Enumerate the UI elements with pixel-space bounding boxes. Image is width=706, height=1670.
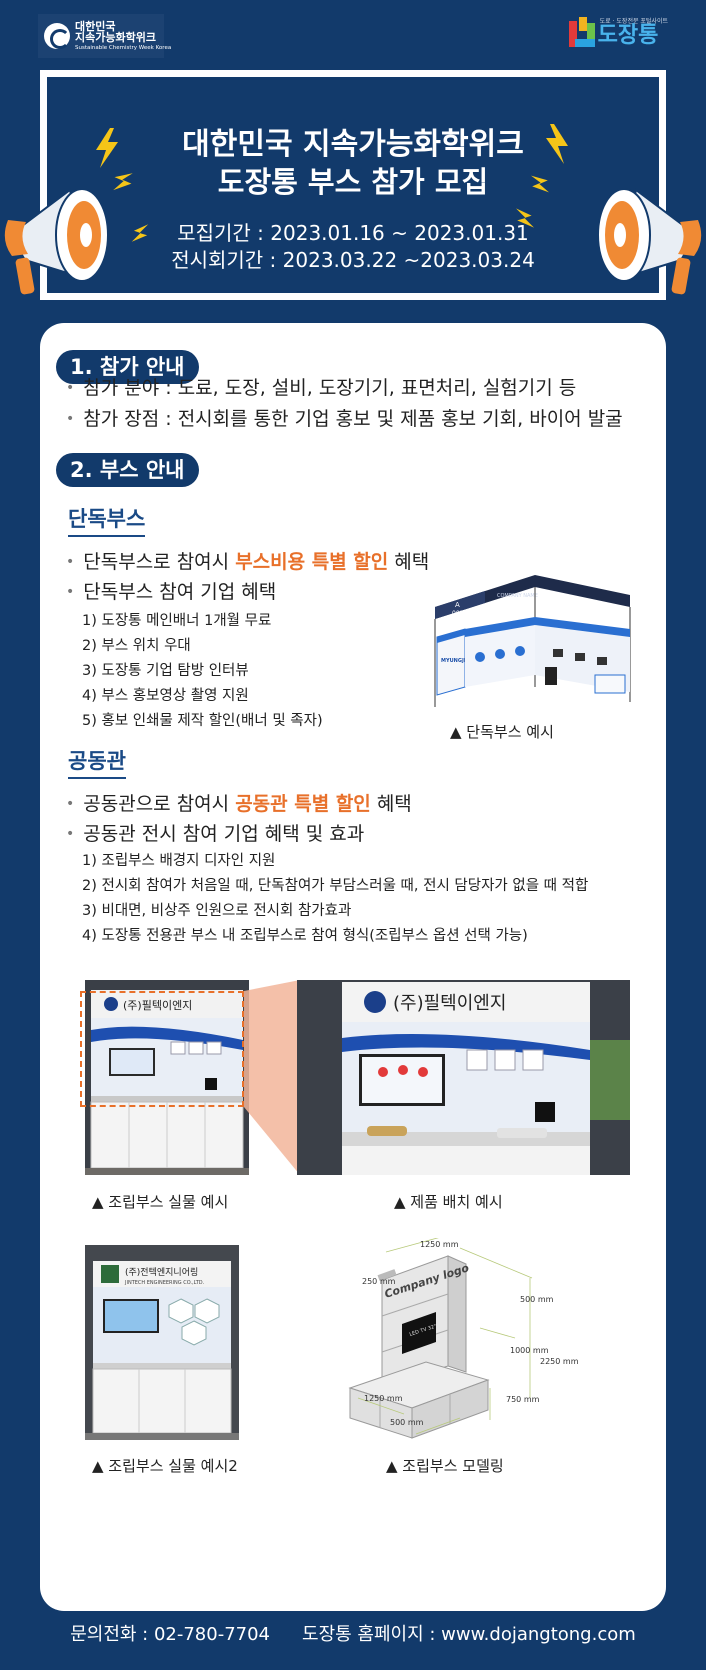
gallery-caption-2: ▲ 제품 배치 예시 xyxy=(394,1193,503,1211)
lightning-icon xyxy=(96,128,118,168)
highlight-dashed-box xyxy=(80,991,244,1107)
product-layout-photo: (주)필텍이엔지 xyxy=(297,980,630,1175)
logo-right-tagline: 도료 · 도장전문 포털사이트 xyxy=(599,18,668,25)
dojangtong-logo[interactable]: 도료 · 도장전문 포털사이트 도장통 xyxy=(568,16,668,48)
photo2-company-name: (주)필텍이엔지 xyxy=(393,993,506,1014)
dim-500-top: 500 mm xyxy=(520,1295,554,1304)
booth-sign-a: A xyxy=(455,601,460,609)
gallery-caption-3: ▲ 조립부스 실물 예시2 xyxy=(92,1457,238,1475)
banner-title-line2: 도장통 부스 참가 모집 xyxy=(217,165,489,199)
logo-left-line3: Sustainable Chemistry Week Korea xyxy=(75,44,172,51)
section1-bullet-1: 참가 분야 : 도료, 도장, 설비, 도장기기, 표면처리, 실험기기 등 xyxy=(66,373,576,400)
dojangtong-mark-icon xyxy=(568,17,595,47)
homepage-link[interactable]: 도장통 홈페이지 : www.dojangtong.com xyxy=(302,1624,636,1645)
single-benefit-1: 1) 도장통 메인배너 1개월 무료 xyxy=(82,613,272,629)
single-benefit-5: 5) 홍보 인쇄물 제작 할인(배너 및 족자) xyxy=(82,713,323,729)
single-benefit-3: 3) 도장통 기업 탐방 인터뷰 xyxy=(82,663,249,679)
single-bullet1-text: 단독부스로 참여시 xyxy=(83,551,236,573)
content-card: 1. 참가 안내 참가 분야 : 도료, 도장, 설비, 도장기기, 표면처리,… xyxy=(40,323,666,1611)
section2-heading: 2. 부스 안내 xyxy=(56,453,199,487)
dim-250: 250 mm xyxy=(362,1277,396,1286)
assembly-booth-model: Company logo LED TV 32" 1250 mm 250 mm 5… xyxy=(348,1238,579,1439)
contact-phone[interactable]: 문의전화 : 02-780-7704 xyxy=(70,1624,271,1645)
megaphone-left-icon xyxy=(4,188,109,295)
exhibit-period: 전시회기간 : 2023.03.22 ~2023.03.24 xyxy=(171,248,535,272)
joint-pavilion-title: 공동관 xyxy=(68,745,126,779)
booth-brand: MYUNGJIN xyxy=(441,658,470,664)
single-bullet1-highlight: 부스비용 특별 할인 xyxy=(235,551,389,573)
joint-benefit-4: 4) 도장통 전용관 부스 내 조립부스로 참여 형식(조립부스 옵션 선택 가… xyxy=(82,928,528,944)
dim-1250-top: 1250 mm xyxy=(420,1240,459,1249)
megaphone-right-icon xyxy=(597,188,702,295)
dim-1000: 1000 mm xyxy=(510,1346,549,1355)
photo3-company-name: (주)전텍엔지니어링 xyxy=(125,1266,198,1278)
assembly-booth-photo-2: (주)전텍엔지니어링 JINTECH ENGINEERING CO.,LTD. xyxy=(85,1245,239,1440)
lightning-icon xyxy=(546,124,568,164)
joint-bullet-1: 공동관으로 참여시 공동관 특별 할인 혜택 xyxy=(66,789,412,816)
lightning-icon xyxy=(531,175,549,193)
single-booth-title: 단독부스 xyxy=(68,503,146,537)
single-booth-caption: ▲ 단독부스 예시 xyxy=(450,723,554,741)
dim-750: 750 mm xyxy=(506,1395,540,1404)
dim-1250-bottom: 1250 mm xyxy=(364,1394,403,1403)
single-benefit-4: 4) 부스 홍보영상 촬영 지원 xyxy=(82,688,249,704)
section1-bullet-2: 참가 장점 : 전시회를 통한 기업 홍보 및 제품 홍보 기회, 바이어 발굴 xyxy=(66,404,622,431)
photo1-company-name: (주)필텍이엔지 xyxy=(123,999,192,1012)
lightning-icon xyxy=(113,173,133,191)
booth-company-en: COMPANY NAME xyxy=(497,593,538,599)
recruit-period: 모집기간 : 2023.01.16 ~ 2023.01.31 xyxy=(177,221,529,245)
joint-bullet1-suffix: 혜택 xyxy=(370,793,412,815)
logo-right-name: 도장통 xyxy=(597,23,659,48)
single-benefit-2: 2) 부스 위치 우대 xyxy=(82,638,191,654)
booth-company-kr: 참가업체명 xyxy=(497,599,525,607)
title-banner: 대한민국 지속가능화학위크 도장통 부스 참가 모집 모집기간 : 2023.0… xyxy=(40,70,666,300)
gallery-caption-1: ▲ 조립부스 실물 예시 xyxy=(92,1193,229,1211)
lightning-icon xyxy=(516,208,534,228)
single-booth-image: A 001 COMPANY NAME 참가업체명 MYUNGJIN xyxy=(434,575,631,707)
sustainable-chemistry-week-logo: 대한민국 지속가능화학위크 Sustainable Chemistry Week… xyxy=(38,14,171,58)
logo-left-line2: 지속가능화학위크 xyxy=(75,31,156,45)
emblem-icon xyxy=(44,23,70,49)
dim-500-bottom: 500 mm xyxy=(390,1418,424,1427)
footer-contact: 문의전화 : 02-780-7704 도장통 홈페이지 : www.dojangt… xyxy=(0,1620,706,1646)
assembly-booth-photo: (주)필텍이엔지 xyxy=(85,980,249,1175)
joint-bullet-2: 공동관 전시 참여 기업 혜택 및 효과 xyxy=(66,819,364,846)
banner-title-line1: 대한민국 지속가능화학위크 xyxy=(182,127,524,162)
lightning-icon xyxy=(131,224,149,242)
joint-bullet1-text: 공동관으로 참여시 xyxy=(83,793,236,815)
single-booth-bullet-1: 단독부스로 참여시 부스비용 특별 할인 혜택 xyxy=(66,547,429,574)
single-bullet1-suffix: 혜택 xyxy=(388,551,430,573)
booth-sign-number: 001 xyxy=(452,610,464,617)
zoom-connector xyxy=(244,980,300,1175)
joint-benefit-2: 2) 전시회 참여가 처음일 때, 단독참여가 부담스러울 때, 전시 담당자가… xyxy=(82,878,589,894)
joint-benefit-1: 1) 조립부스 배경지 디자인 지원 xyxy=(82,853,276,869)
single-booth-bullet-2: 단독부스 참여 기업 혜택 xyxy=(66,577,276,604)
logo-left-line1: 대한민국 xyxy=(75,19,116,33)
joint-bullet1-highlight: 공동관 특별 할인 xyxy=(235,793,371,815)
dim-2250: 2250 mm xyxy=(540,1357,579,1366)
gallery-caption-4: ▲ 조립부스 모델링 xyxy=(386,1457,504,1475)
photo3-company-en: JINTECH ENGINEERING CO.,LTD. xyxy=(124,1280,205,1286)
joint-benefit-3: 3) 비대면, 비상주 인원으로 전시회 참가효과 xyxy=(82,903,352,919)
